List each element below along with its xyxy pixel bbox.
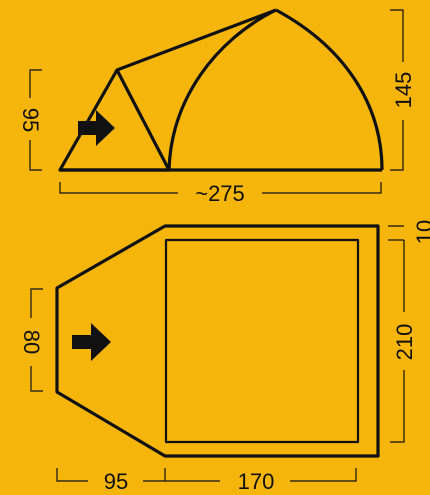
top-view-inner-tent-outline bbox=[164, 238, 360, 444]
side-view-vestibule-outline bbox=[58, 68, 171, 172]
top-view-margin-right-label: 10 bbox=[412, 220, 430, 244]
side-view-roof-line bbox=[116, 8, 277, 72]
side-view-right-height-bracket bbox=[390, 9, 404, 171]
side-view-height-left-label: 95 bbox=[18, 108, 43, 132]
arrow-right-icon bbox=[78, 110, 115, 146]
top-view-width-right-label: 210 bbox=[392, 324, 417, 361]
top-view: 80 10 210 95 170 bbox=[19, 220, 430, 494]
top-view-length-inner-label: 170 bbox=[238, 469, 275, 494]
top-view-width-left-label: 80 bbox=[19, 330, 44, 354]
side-view-left-height-bracket bbox=[29, 69, 42, 171]
top-view-outer-outline bbox=[55, 224, 380, 458]
side-view-dome-back-arc bbox=[275, 8, 384, 171]
side-view: 95 145 ~275 bbox=[18, 8, 416, 206]
arrow-right-icon bbox=[72, 323, 111, 361]
top-view-left-width-bracket bbox=[30, 288, 43, 392]
top-view-margin-bracket bbox=[388, 225, 404, 241]
top-view-right-width-bracket bbox=[390, 240, 405, 443]
top-view-length-vestibule-label: 95 bbox=[104, 469, 128, 494]
side-view-dome-front-arc bbox=[167, 8, 277, 171]
side-view-height-right-label: 145 bbox=[391, 72, 416, 109]
top-view-length-bracket bbox=[56, 468, 357, 482]
side-view-length-label: ~275 bbox=[195, 181, 245, 206]
side-view-length-bracket bbox=[59, 182, 382, 194]
